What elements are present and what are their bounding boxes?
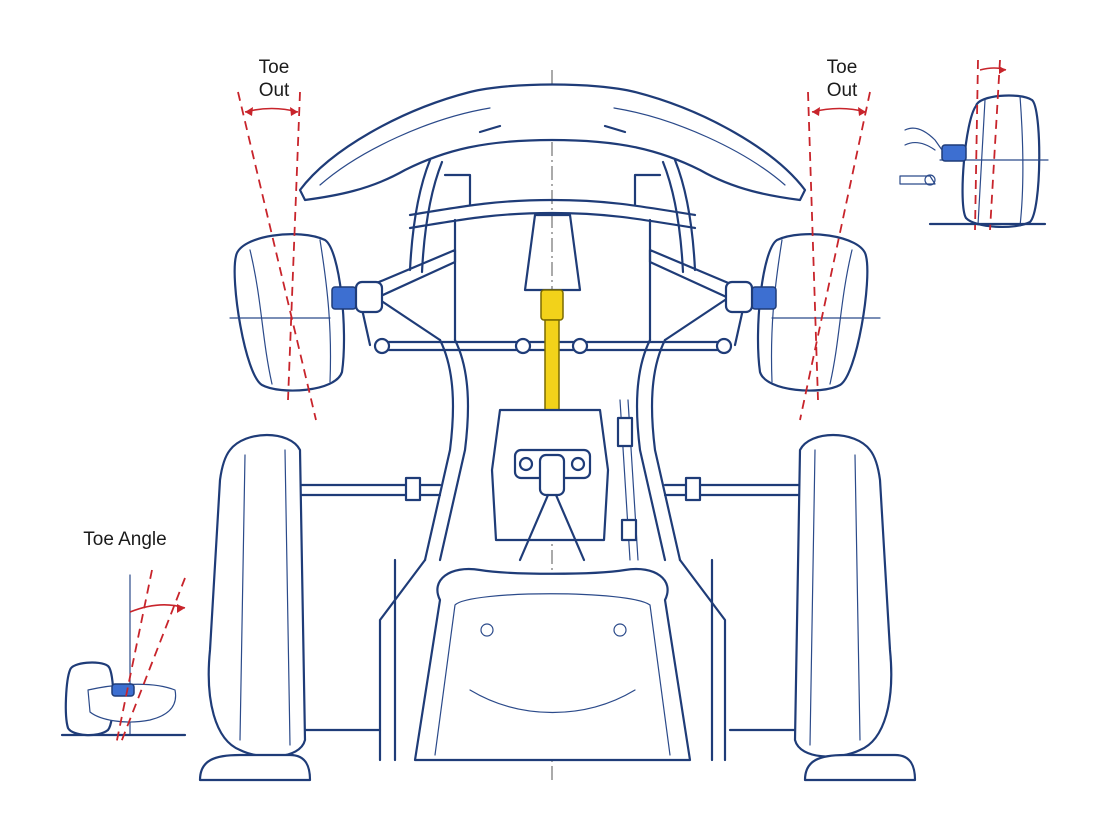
toe-out-left-label-line2: Out bbox=[259, 80, 290, 101]
seat bbox=[413, 567, 692, 762]
center-spine bbox=[423, 213, 682, 562]
front-left-spindle bbox=[331, 280, 384, 314]
steering-box bbox=[490, 408, 610, 562]
toe-out-right-label-line1: Toe bbox=[827, 57, 858, 78]
toe-out-left-indicator bbox=[237, 91, 317, 421]
toe-angle-label: Toe Angle bbox=[83, 529, 166, 550]
front-frame bbox=[408, 158, 697, 342]
inset-wheel-detail bbox=[899, 59, 1049, 231]
toe-out-right-label-line2: Out bbox=[827, 80, 858, 101]
front-left-wheel bbox=[229, 233, 346, 392]
side-pod-left bbox=[207, 433, 307, 758]
side-pod-right bbox=[793, 433, 893, 758]
front-right-spindle bbox=[724, 280, 777, 314]
rear-wheel-left bbox=[198, 753, 312, 782]
front-nose bbox=[298, 83, 807, 202]
rear-wheel-right bbox=[803, 753, 917, 782]
inset-toe-angle-detail bbox=[60, 569, 187, 746]
toe-out-left-label-line1: Toe bbox=[259, 57, 290, 78]
toe-out-right-indicator bbox=[799, 91, 871, 421]
front-right-wheel bbox=[756, 233, 881, 392]
